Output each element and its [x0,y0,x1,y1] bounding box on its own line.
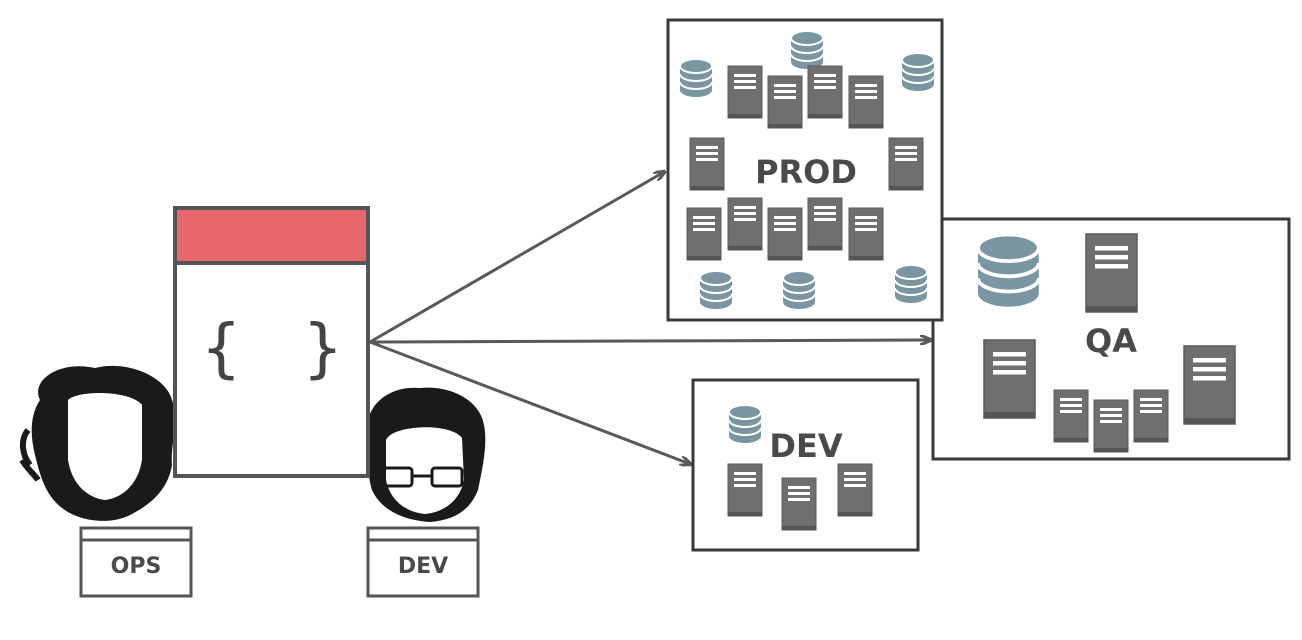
server-icon [1053,389,1089,443]
arrow-to-dev [369,340,690,464]
arrow-to-prod [369,172,664,344]
dev-env-label: DEV [769,427,842,465]
server-icon [848,207,884,261]
arrows [369,172,930,464]
ops-label: OPS [111,554,162,579]
server-icon [686,207,722,261]
server-icon [983,339,1036,419]
database-icon [901,52,935,92]
server-icon [727,65,763,119]
database-icon [679,58,713,98]
server-icon [837,463,873,517]
database-icon [728,404,762,444]
server-icon [767,207,803,261]
arrow-to-qa [369,340,930,342]
server-icon [689,137,725,191]
dev-person-label: DEV [398,554,448,579]
server-icon [781,477,817,531]
dev-person-icon [367,387,486,522]
server-icon [1085,233,1138,313]
server-icon [767,75,803,129]
server-icon [807,65,843,119]
ops-person-icon [19,365,176,521]
database-icon [699,270,733,310]
config-file-braces: { } [201,312,343,386]
database-icon [976,232,1041,309]
prod-label: PROD [755,153,857,191]
prod-environment: PROD [666,18,944,322]
qa-label: QA [1085,322,1137,360]
server-icon [727,463,763,517]
server-icon [1133,389,1169,443]
database-icon [790,30,824,70]
server-icon [807,197,843,251]
dev-badge: DEV [366,526,480,598]
server-icon [1183,345,1236,425]
server-icon [848,75,884,129]
ops-badge: OPS [79,526,193,598]
database-icon [894,264,928,304]
dev-environment: DEV [691,378,920,552]
server-icon [727,197,763,251]
database-icon [782,270,816,310]
qa-environment: QA [931,217,1291,461]
server-icon [888,137,924,191]
config-file-icon: { } [173,206,370,478]
server-icon [1093,399,1129,453]
